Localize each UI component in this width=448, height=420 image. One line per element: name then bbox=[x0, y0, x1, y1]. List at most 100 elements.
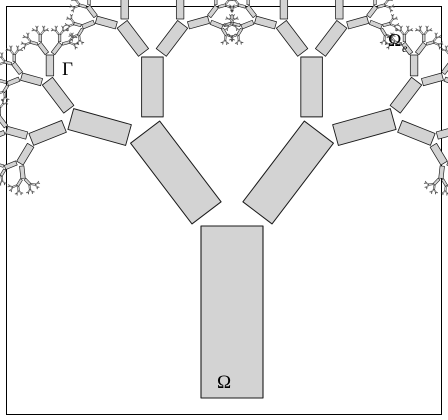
tree-branch bbox=[235, 26, 238, 30]
tree-branch bbox=[21, 41, 23, 44]
tree-branch bbox=[383, 35, 386, 41]
tree-branch bbox=[237, 28, 240, 30]
tree-branch bbox=[395, 29, 398, 32]
tree-branch bbox=[18, 49, 22, 52]
tree-branch bbox=[415, 28, 418, 30]
tree-branch bbox=[436, 191, 438, 194]
tree-branch bbox=[32, 28, 34, 30]
tree-branch bbox=[69, 4, 72, 7]
tree-branch bbox=[77, 43, 79, 45]
tree-branch bbox=[382, 22, 391, 28]
tree-branch bbox=[0, 163, 5, 168]
tree-branch bbox=[226, 17, 230, 20]
tree-branch bbox=[22, 42, 26, 45]
tree-branch bbox=[441, 43, 444, 45]
tree-branch bbox=[69, 14, 72, 16]
tree-branch bbox=[446, 193, 448, 196]
tree-branch bbox=[388, 0, 392, 2]
tree-branch bbox=[433, 41, 439, 46]
tree-branch bbox=[414, 29, 417, 32]
tree-branch bbox=[10, 46, 12, 50]
tree-branch bbox=[5, 126, 29, 140]
tree-branch bbox=[314, 20, 348, 57]
tree-branch bbox=[28, 185, 32, 191]
label-gamma: Γ bbox=[62, 59, 73, 80]
tree-branch bbox=[396, 18, 398, 20]
tree-branch bbox=[14, 193, 17, 195]
tree-branch bbox=[388, 47, 390, 50]
tree-branch bbox=[0, 90, 4, 94]
tree-branch bbox=[33, 29, 37, 32]
tree-branch bbox=[254, 15, 277, 30]
tree-branch bbox=[55, 27, 57, 31]
tree-branch bbox=[73, 44, 77, 48]
tree-branch bbox=[19, 165, 26, 179]
tree-branch bbox=[445, 46, 448, 50]
tree-branch bbox=[444, 45, 447, 48]
tree-branch bbox=[225, 18, 228, 20]
tree-branch bbox=[420, 25, 423, 28]
fractal-tree bbox=[0, 0, 448, 399]
tree-branch bbox=[207, 4, 219, 19]
tree-branch bbox=[441, 62, 448, 75]
tree-branch bbox=[62, 27, 64, 31]
tree-branch bbox=[438, 165, 445, 179]
tree-trunk bbox=[200, 225, 264, 399]
tree-branch bbox=[4, 182, 7, 184]
tree-branch bbox=[20, 72, 43, 87]
tree-branch bbox=[427, 29, 431, 32]
tree-branch bbox=[389, 76, 423, 114]
tree-branch bbox=[73, 4, 79, 9]
tree-branch bbox=[35, 29, 41, 35]
tree-branch bbox=[236, 27, 243, 37]
tree-branch bbox=[1, 53, 3, 57]
tree-branch bbox=[236, 16, 239, 19]
tree-branch bbox=[392, 4, 395, 7]
tree-branch bbox=[390, 10, 392, 13]
tree-branch bbox=[3, 92, 6, 98]
tree-branch bbox=[431, 189, 434, 193]
tree-branch bbox=[20, 43, 23, 45]
tree-branch bbox=[390, 32, 393, 35]
tree-branch bbox=[395, 16, 398, 19]
tree-branch bbox=[187, 15, 210, 30]
tree-branch bbox=[44, 29, 48, 32]
tree-branch bbox=[67, 108, 132, 146]
tree-branch bbox=[8, 189, 11, 191]
tree-branch bbox=[0, 115, 9, 129]
tree-branch bbox=[391, 39, 393, 42]
tree-branch bbox=[427, 25, 429, 28]
tree-branch bbox=[72, 34, 78, 38]
tree-branch bbox=[70, 15, 73, 19]
tree-branch bbox=[396, 28, 398, 30]
tree-branch bbox=[2, 180, 6, 184]
tree-branch bbox=[409, 54, 419, 77]
tree-branch bbox=[16, 46, 19, 50]
tree-branch bbox=[432, 177, 441, 186]
tree-branch bbox=[232, 39, 235, 41]
tree-branch bbox=[422, 34, 426, 43]
tree-branch bbox=[75, 36, 78, 39]
tree-branch bbox=[390, 14, 393, 16]
tree-branch bbox=[6, 76, 21, 87]
tree-branch bbox=[75, 46, 78, 49]
tree-branch bbox=[410, 28, 413, 30]
tree-branch bbox=[380, 27, 387, 37]
tree-branch bbox=[228, 14, 231, 16]
tree-branch bbox=[27, 32, 30, 35]
tree-branch bbox=[435, 34, 437, 37]
tree-branch bbox=[21, 192, 24, 194]
tree-branch bbox=[332, 108, 397, 146]
tree-branch bbox=[393, 40, 403, 46]
tree-branch bbox=[218, 3, 227, 9]
tree-branch bbox=[64, 22, 67, 25]
tree-branch bbox=[214, 0, 218, 5]
tree-branch bbox=[401, 41, 414, 56]
tree-branch bbox=[234, 42, 237, 44]
tree-branch bbox=[437, 44, 441, 48]
tree-branch bbox=[237, 3, 246, 9]
tree-branch bbox=[230, 0, 233, 2]
tree-branch bbox=[225, 0, 230, 5]
tree-branch bbox=[18, 190, 22, 194]
